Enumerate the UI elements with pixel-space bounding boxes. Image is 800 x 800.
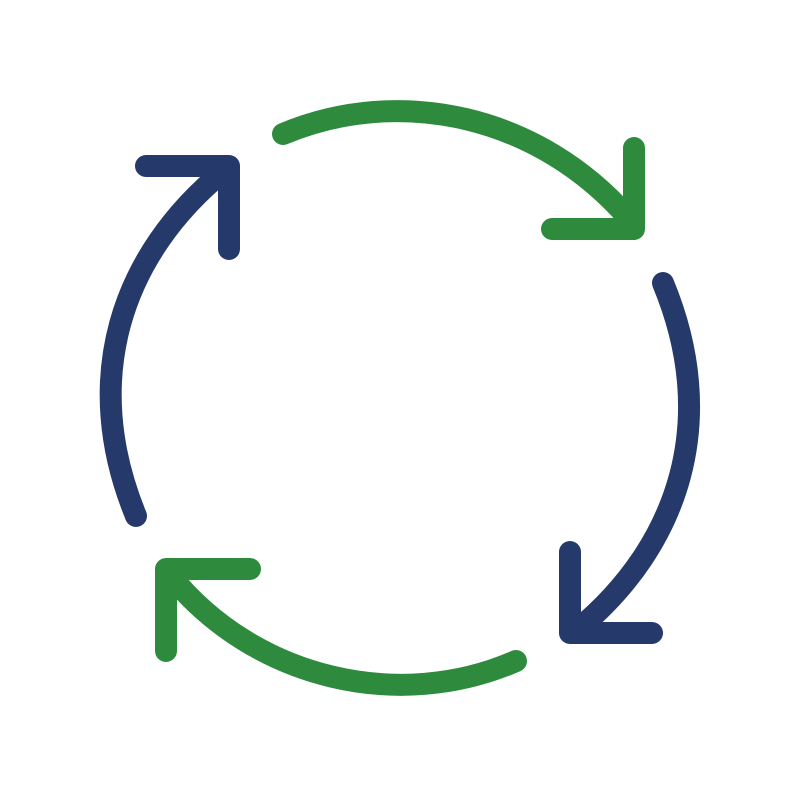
- cycle-arrow-top-right-arc: [272, 100, 641, 231]
- cycle-arrow-left-head: [135, 155, 240, 260]
- cycle-arrow-top-right-head: [541, 137, 645, 240]
- cycle-arrow-bottom-left-head: [155, 558, 261, 662]
- cycle-arrow-right: [559, 272, 700, 644]
- cycle-arrow-bottom-left-arc: [159, 564, 527, 696]
- cycle-arrow-bottom-left: [155, 558, 527, 696]
- cycle-arrow-left-arc: [99, 159, 236, 527]
- cycle-arrow-left: [99, 155, 240, 527]
- cycle-arrow-top-right: [272, 100, 645, 240]
- cycle-arrow-right-head: [559, 541, 663, 644]
- cycle-arrow-right-arc: [566, 272, 700, 641]
